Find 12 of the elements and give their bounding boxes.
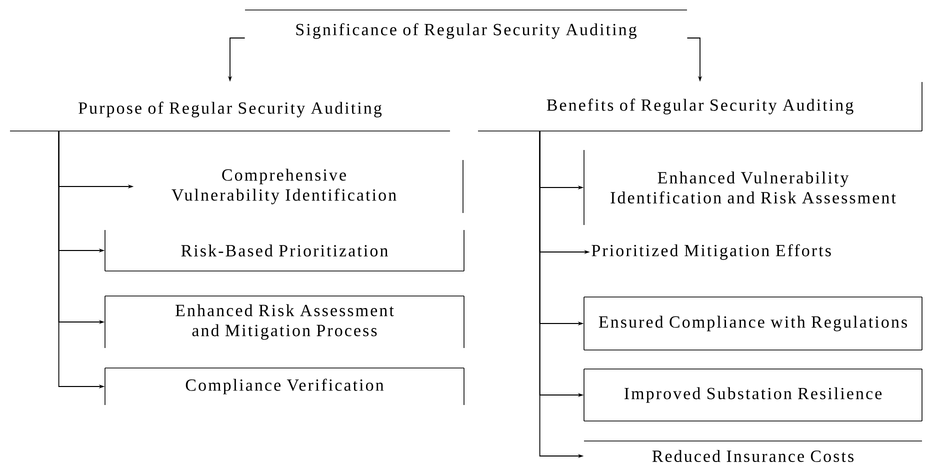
- title-heading: Significance of Regular Security Auditing: [244, 10, 688, 39]
- purpose-box: Comprehensive Vulnerability Identification: [172, 160, 464, 214]
- section-heading: Purpose of Regular Security Auditing: [10, 102, 450, 132]
- benefit-box: Enhanced Vulnerability Identification and Risk Assessment: [584, 150, 896, 226]
- purpose-box: Risk-Based Prioritization: [104, 230, 464, 272]
- purpose-box: Compliance Verification: [104, 368, 464, 406]
- benefit-box: Improved Substation Resilience: [584, 368, 922, 422]
- section-heading: Benefits of Regular Security Auditing: [478, 82, 922, 132]
- benefit-box: Ensured Compliance with Regulations: [584, 296, 922, 350]
- purpose-box: Enhanced Risk Assessment and Mitigation Process: [104, 296, 464, 348]
- benefit-box: Reduced Insurance Costs: [584, 440, 922, 462]
- benefit-text: Prioritized Mitigation Efforts: [592, 244, 831, 260]
